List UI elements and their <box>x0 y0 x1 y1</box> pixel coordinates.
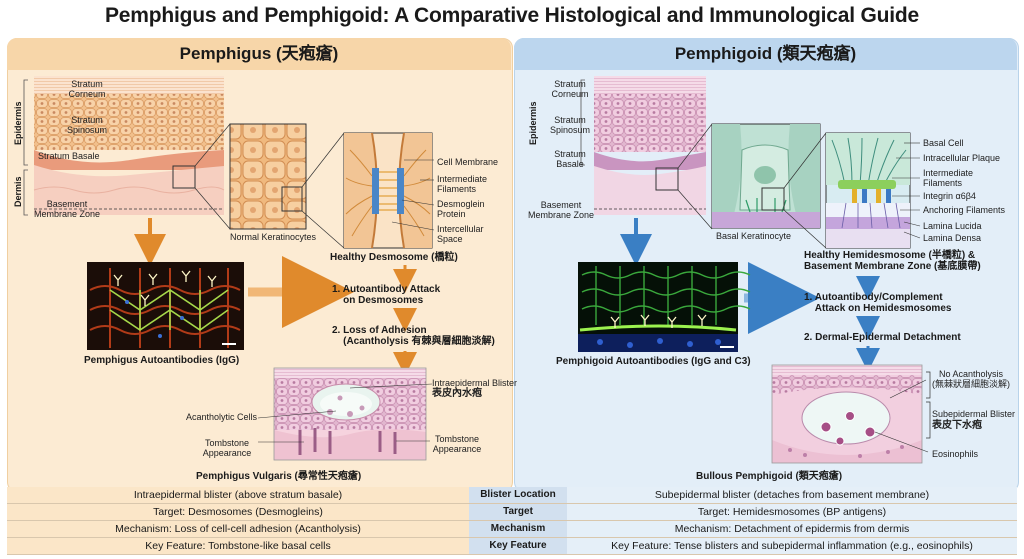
stratum-spinosum-label: Stratum Spinosum <box>58 115 116 135</box>
anchoring-filaments-label: Anchoring Filaments <box>923 205 1005 215</box>
normal-keratinocytes-label: Normal Keratinocytes <box>230 232 316 242</box>
epidermis-label-right: Epidermis <box>528 101 538 145</box>
acantholytic-cells-label: Acantholytic Cells <box>186 412 257 422</box>
integrin-label: Integrin α6β4 <box>923 191 976 201</box>
table-cell-pemphigus: Key Feature: Tombstone-like basal cells <box>7 538 469 555</box>
tombstone-label-2: Tombstone Appearance <box>426 434 488 454</box>
epidermis-label: Epidermis <box>13 101 23 145</box>
pemphigus-autoantibodies-caption: Pemphigus Autoantibodies (IgG) <box>84 355 239 366</box>
intraepidermal-blister-cn-label: 表皮內水疱 <box>432 389 482 399</box>
table-cell-pemphigus: Target: Desmosomes (Desmogleins) <box>7 504 469 521</box>
pemphigus-step-1: 1. Autoantibody Attack on Desmosomes <box>332 284 440 306</box>
pemphigus-step-2: 2. Loss of Adhesion (Acantholysis 有棘與層細胞… <box>332 325 495 347</box>
desmoglein-label: Desmoglein Protein <box>437 199 485 219</box>
intermediate-filaments-label: Intermediate Filaments <box>437 174 487 194</box>
table-cell-pemphigoid: Mechanism: Detachment of epidermis from … <box>567 521 1017 538</box>
stratum-corneum-label-right: Stratum Corneum <box>540 79 600 99</box>
table-row: Mechanism: Loss of cell-cell adhesion (A… <box>7 521 1017 537</box>
pemphigoid-blister-illustration <box>772 365 930 463</box>
pemphigoid-immunofluorescence <box>578 262 750 352</box>
table-row: Target: Desmosomes (Desmogleins) Target … <box>7 504 1017 520</box>
table-cell-pemphigoid: Subepidermal blister (detaches from base… <box>567 487 1017 504</box>
intermediate-filaments-label-right: Intermediate Filaments <box>923 168 973 188</box>
table-row: Key Feature: Tombstone-like basal cells … <box>7 538 1017 554</box>
pemphigus-immunofluorescence <box>87 262 244 350</box>
subepidermal-blister-cn-label: 表皮下水疱 <box>932 421 982 431</box>
normal-keratinocytes-zoom <box>230 124 344 248</box>
table-cell-pemphigus: Mechanism: Loss of cell-cell adhesion (A… <box>7 521 469 538</box>
pemphigoid-skin-section <box>594 76 712 229</box>
bmz-label-right: Basement Membrane Zone <box>520 200 602 220</box>
pemphigus-blister-illustration <box>258 368 432 460</box>
pemphigus-vulgaris-caption: Pemphigus Vulgaris (尋常性天疱瘡) <box>196 471 361 482</box>
tombstone-label-1: Tombstone Appearance <box>196 438 258 458</box>
intracellular-plaque-label: Intracellular Plaque <box>923 153 1000 163</box>
basal-keratinocyte-zoom <box>712 124 826 248</box>
pemphigoid-autoantibodies-caption: Pemphigoid Autoantibodies (IgG and C3) <box>556 356 751 367</box>
pemphigoid-step-2: 2. Dermal-Epidermal Detachment <box>804 332 961 343</box>
table-cell-pemphigoid: Target: Hemidesmosomes (BP antigens) <box>567 504 1017 521</box>
healthy-hemidesmosome-caption: Healthy Hemidesmosome (半橋粒) & Basement M… <box>804 250 981 272</box>
epidermis-bracket <box>24 80 28 165</box>
eosinophils-label: Eosinophils <box>932 449 978 459</box>
table-cell-criterion: Key Feature <box>469 538 567 555</box>
lamina-lucida-label: Lamina Lucida <box>923 221 982 231</box>
table-cell-pemphigoid: Key Feature: Tense blisters and subepide… <box>567 538 1017 555</box>
stratum-basale-label-right: Stratum Basale <box>540 149 600 169</box>
cell-membrane-label: Cell Membrane <box>437 157 498 167</box>
table-cell-pemphigus: Intraepidermal blister (above stratum ba… <box>7 487 469 504</box>
lamina-densa-label: Lamina Densa <box>923 233 981 243</box>
stratum-spinosum-label-right: Stratum Spinosum <box>540 115 600 135</box>
pemphigoid-step-1: 1. Autoantibody/Complement Attack on Hem… <box>804 292 951 314</box>
basal-cell-label: Basal Cell <box>923 138 964 148</box>
hemidesmosome-zoom <box>826 133 920 248</box>
table-cell-criterion: Target <box>469 504 567 521</box>
dermis-label: Dermis <box>13 176 23 207</box>
intercellular-space-label: Intercellular Space <box>437 224 484 244</box>
stratum-corneum-label: Stratum Corneum <box>58 79 116 99</box>
table-row: Intraepidermal blister (above stratum ba… <box>7 487 1017 503</box>
stratum-basale-label: Stratum Basale <box>38 151 100 161</box>
no-acantholysis-label: No Acantholysis (無棘狀層細胞淡解) <box>928 369 1014 389</box>
table-cell-criterion: Mechanism <box>469 521 567 538</box>
bullous-pemphigoid-caption: Bullous Pemphigoid (類天疱瘡) <box>696 471 842 482</box>
subepidermal-blister-label: Subepidermal Blister <box>932 409 1015 419</box>
intraepidermal-blister-label: Intraepidermal Blister <box>432 378 517 388</box>
healthy-desmosome-caption: Healthy Desmosome (橋粒) <box>330 252 458 263</box>
bmz-label: Basement Membrane Zone <box>26 199 108 219</box>
desmosome-zoom <box>344 133 434 248</box>
table-cell-criterion: Blister Location <box>469 487 567 504</box>
basal-keratinocyte-label: Basal Keratinocyte <box>716 231 791 241</box>
illustration-layer <box>0 0 1024 490</box>
